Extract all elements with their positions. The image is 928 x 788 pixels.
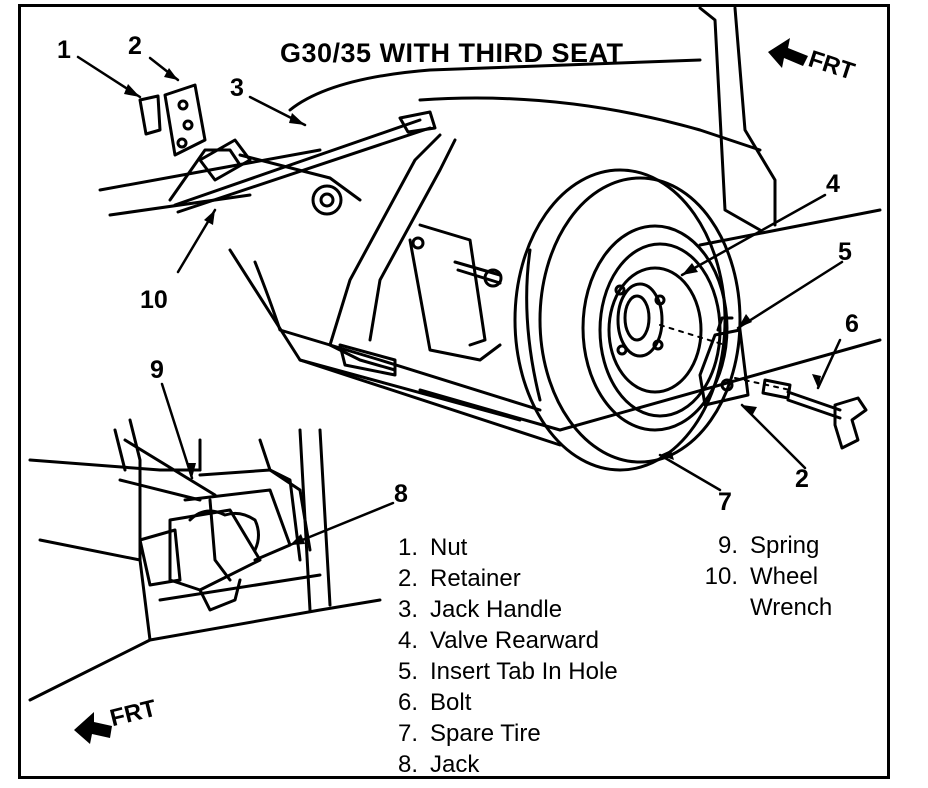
legend-label: Retainer [430, 565, 521, 592]
legend-label: Bolt [430, 689, 472, 716]
jack-handle-and-wrench [168, 110, 437, 216]
legend-label: Spring [750, 532, 820, 559]
legend-item: 1. Nut [378, 532, 618, 563]
legend-number: 10. [704, 563, 738, 590]
nut-and-retainer [138, 83, 207, 157]
callout-9: 9 [150, 356, 164, 384]
legend-item: 7. Spare Tire [378, 718, 618, 749]
callout-5: 5 [838, 238, 852, 266]
callout-8: 8 [394, 480, 408, 508]
legend-number: 5. [397, 658, 418, 685]
vehicle-body-lines [98, 6, 882, 447]
callout-7: 7 [718, 488, 732, 516]
legend-number: 2. [397, 565, 418, 592]
legend-item: 3. Jack Handle [378, 594, 618, 625]
legend-item: 9. Spring [698, 530, 832, 561]
spare-tire [513, 168, 742, 472]
diagram-title: G30/35 WITH THIRD SEAT [280, 38, 624, 68]
legend-right: 9. Spring 10. Wheel Wrench [698, 530, 833, 623]
legend-item: 8. Jack [378, 749, 618, 780]
legend-label: Spare Tire [430, 720, 541, 747]
legend-item: Wrench [698, 592, 832, 623]
legend-label: Wheel [750, 563, 819, 590]
callout-6: 6 [845, 310, 859, 338]
legend-label: Valve Rearward [430, 627, 599, 654]
legend-number: 6. [397, 689, 418, 716]
callout-1: 1 [57, 36, 71, 64]
legend-item: 4. Valve Rearward [378, 625, 618, 656]
callout-3: 3 [230, 74, 244, 102]
legend-number: 9. [717, 532, 738, 559]
legend-label: Insert Tab In Hole [430, 658, 618, 685]
tire-carrier-bracket [328, 133, 503, 377]
legend-number: 7. [397, 720, 418, 747]
legend-number: 3. [397, 596, 418, 623]
callout-4: 4 [826, 170, 840, 198]
legend-number [698, 592, 738, 623]
legend-label: Jack [430, 751, 480, 778]
legend-item: 10. Wheel [698, 561, 832, 592]
legend-number: 4. [397, 627, 418, 654]
legend-left: 1. Nut 2. Retainer 3. Jack Handle 4. Valve R… [378, 532, 618, 780]
retainer-plate-and-bolt [659, 316, 868, 450]
legend-label: Wrench [750, 594, 833, 621]
legend-item: 6. Bolt [378, 687, 618, 718]
legend-number: 1. [397, 534, 418, 561]
legend-number: 8. [397, 751, 418, 778]
legend-item: 5. Insert Tab In Hole [378, 656, 618, 687]
leader-arrowheads [124, 68, 821, 545]
callout-2-upper: 2 [128, 32, 142, 60]
legend-label: Nut [430, 534, 468, 561]
jack-inset [28, 418, 382, 702]
callout-2-lower: 2 [795, 465, 809, 493]
legend-item: 2. Retainer [378, 563, 618, 594]
legend-label: Jack Handle [430, 596, 563, 623]
callout-10: 10 [140, 286, 168, 314]
frt-arrow-icon [74, 38, 808, 744]
